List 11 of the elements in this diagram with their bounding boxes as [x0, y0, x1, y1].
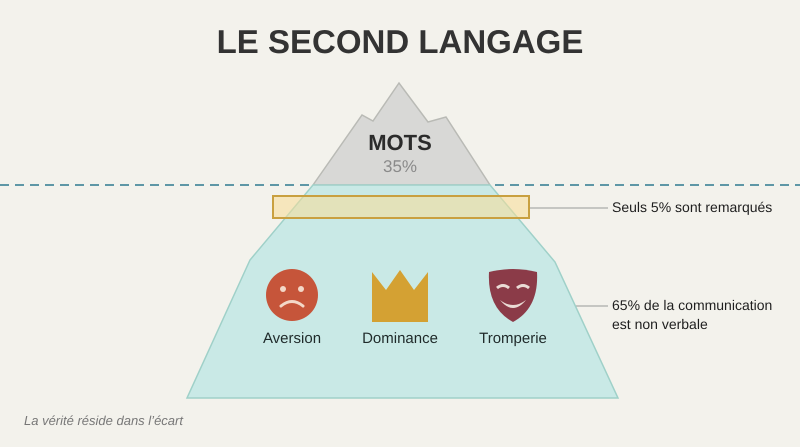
annotation-text: 65% de la communication est non verbale: [612, 296, 774, 334]
title: LE SECOND LANGAGE: [216, 22, 584, 62]
leader-line: [530, 207, 608, 209]
annotation-text: Seuls 5% sont remarqués: [612, 198, 774, 217]
tip-heading: MOTS: [367, 131, 433, 155]
leader-line: [575, 305, 608, 307]
item-label: Tromperie: [478, 330, 548, 347]
percentage-label: 35%: [382, 157, 418, 177]
item-label: Dominance: [361, 330, 439, 347]
item-label: Aversion: [262, 330, 322, 347]
caption: La vérité réside dans l’écart: [24, 413, 183, 428]
